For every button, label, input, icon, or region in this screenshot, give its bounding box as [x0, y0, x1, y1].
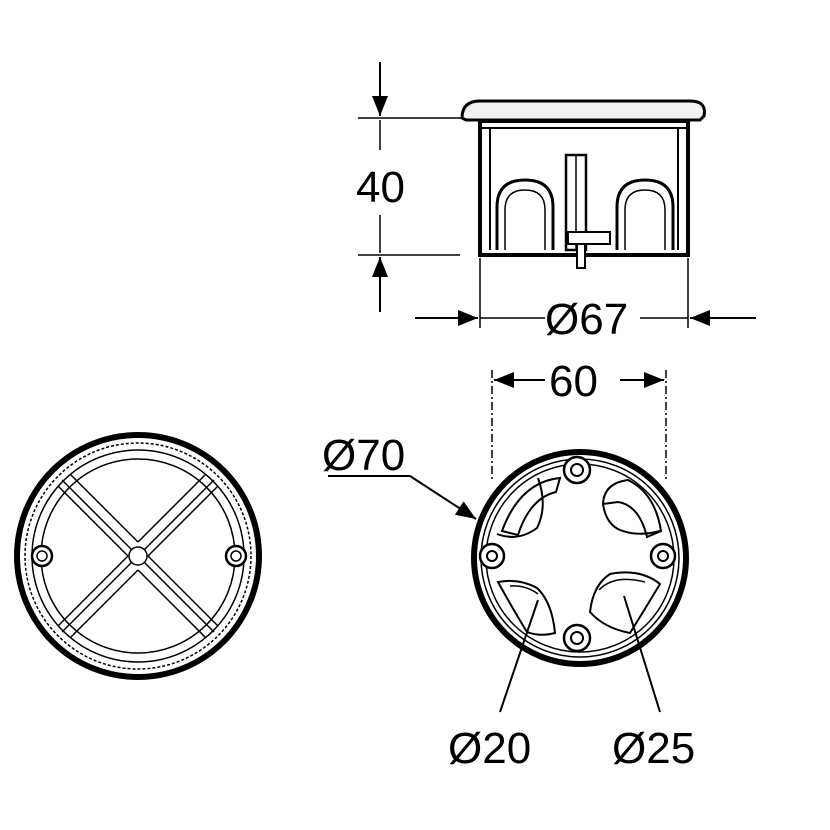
knockout-bottom-right: [588, 571, 662, 635]
side-lid: [460, 99, 706, 122]
knockout-top-left: [496, 476, 562, 538]
lid-center-hub: [128, 546, 148, 566]
lid-screw-right-icon: [224, 544, 248, 568]
screw-boss-right-icon: [649, 542, 677, 570]
knockout-bottom-left: [496, 579, 557, 636]
side-knockout-left: [495, 178, 555, 250]
mount-spacing-label: 60: [549, 357, 598, 406]
flange-diameter-label: Ø70: [322, 431, 405, 480]
knockout-large-label: Ø25: [612, 724, 695, 773]
lid-screw-left-icon: [30, 544, 54, 568]
side-knockout-right: [615, 178, 675, 250]
screw-boss-left-icon: [478, 542, 506, 570]
screw-boss-bottom-icon: [562, 623, 592, 653]
knockout-small-label: Ø20: [448, 724, 531, 773]
screw-boss-top-icon: [562, 455, 592, 485]
lid-cross-ribs: [57, 473, 219, 639]
side-view: 40 Ø67: [356, 62, 756, 344]
knockout-top-right: [601, 478, 663, 539]
box-bottom-view: 60 Ø70: [322, 357, 695, 773]
height-label: 40: [356, 163, 405, 212]
lid-top-view: [14, 432, 262, 680]
outer-diameter-label: Ø67: [545, 295, 628, 344]
